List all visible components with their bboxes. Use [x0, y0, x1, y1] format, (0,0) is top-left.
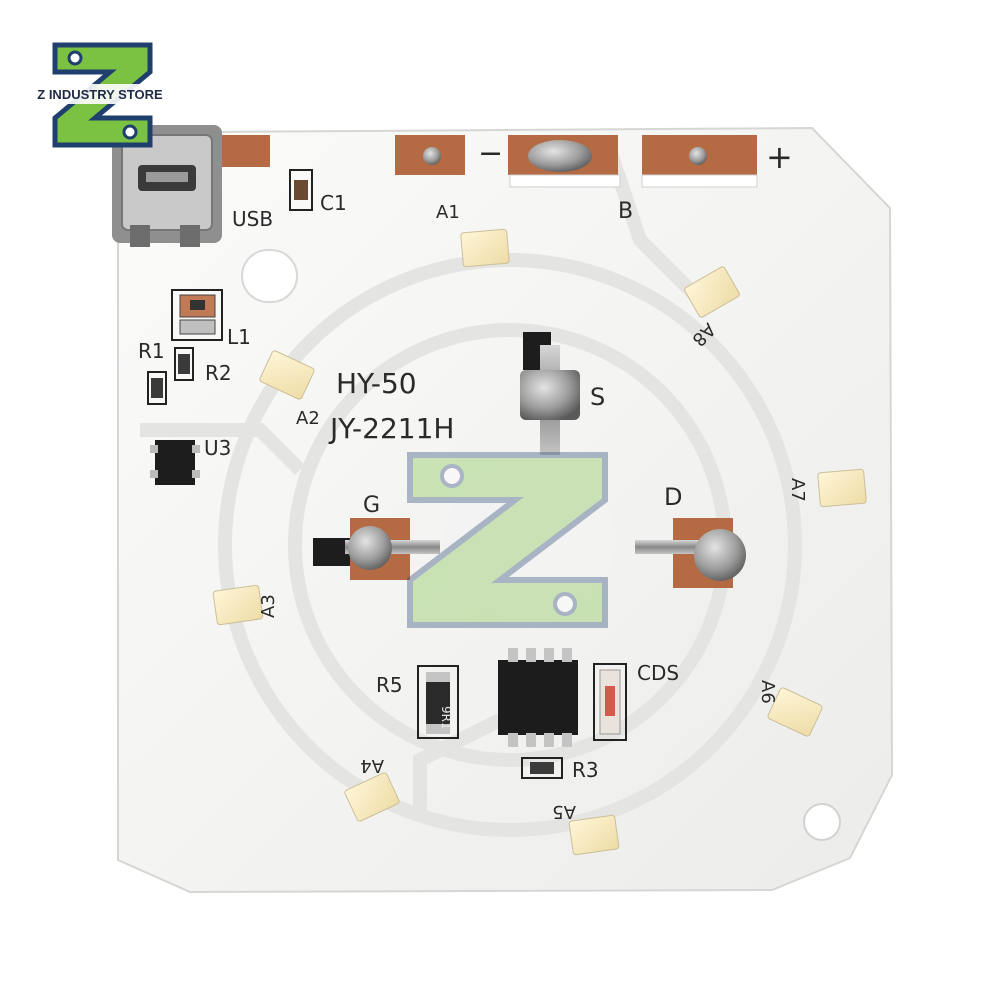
mosfet-drain-lead [635, 518, 746, 588]
r5-label: R5 [376, 673, 403, 697]
c1-label: C1 [320, 191, 347, 215]
chip-u3 [150, 440, 200, 485]
cds-label: CDS [637, 661, 679, 685]
led-a3-label: A3 [258, 594, 279, 618]
mosfet-g-label: G [363, 493, 380, 518]
led-a6-label: A6 [757, 680, 778, 704]
pad-plus-label: + [766, 138, 793, 176]
center-pad [445, 455, 615, 625]
resistor-r1 [147, 371, 167, 405]
chip-ic8 [498, 648, 578, 747]
led-a2-label: A2 [296, 408, 320, 429]
led-a2 [259, 350, 315, 400]
capacitor-c1 [289, 169, 313, 211]
top-pads [200, 135, 758, 188]
u3-label: U3 [204, 436, 231, 460]
led-a1 [460, 228, 510, 268]
silkscreen: HY-50 JY-2211H − B + USB C1 L1 R1 R2 U3 … [138, 136, 808, 822]
led-a8 [684, 266, 740, 318]
resistor-r5 [417, 665, 459, 739]
led-a3 [212, 584, 264, 626]
inductor-l1 [171, 289, 223, 341]
pad-plus-hole [689, 147, 707, 165]
led-a7 [817, 468, 867, 508]
mosfet-s-label: S [590, 383, 605, 411]
led-a1-label: A1 [436, 202, 460, 223]
mounting-slot [241, 249, 298, 303]
store-name: Z INDUSTRY STORE [37, 87, 163, 102]
sensor-cds [593, 663, 627, 741]
board-model: HY-50 [336, 367, 417, 400]
board-part: JY-2211H [328, 412, 454, 445]
usb-label: USB [232, 207, 273, 231]
led-array [212, 228, 867, 856]
r2-label: R2 [205, 361, 232, 385]
l1-label: L1 [227, 325, 251, 349]
mosfet-gate-lead [313, 518, 440, 580]
led-a4 [344, 772, 400, 822]
led-a7-label: A7 [787, 478, 808, 502]
mosfet-d-label: D [664, 483, 682, 511]
pad-minus-hole [423, 147, 441, 165]
pad-b-label: B [618, 199, 633, 224]
led-a5-label: A5 [552, 801, 576, 822]
led-a4-label: A4 [360, 755, 384, 776]
pad-minus-label: − [478, 136, 503, 171]
corner-hole [803, 803, 841, 841]
led-a5 [568, 814, 620, 856]
center-watermark [407, 452, 608, 628]
store-logo: Z INDUSTRY STORE [37, 42, 164, 148]
pad-b-solder [528, 140, 592, 172]
resistor-r3 [521, 757, 563, 779]
r3-label: R3 [572, 758, 599, 782]
led-a6 [767, 687, 823, 737]
resistor-r2 [174, 347, 194, 381]
r5-marking: 9R1 [439, 706, 453, 730]
usb-connector [112, 125, 222, 247]
mosfet-source-lead [520, 332, 580, 455]
r1-label: R1 [138, 339, 165, 363]
